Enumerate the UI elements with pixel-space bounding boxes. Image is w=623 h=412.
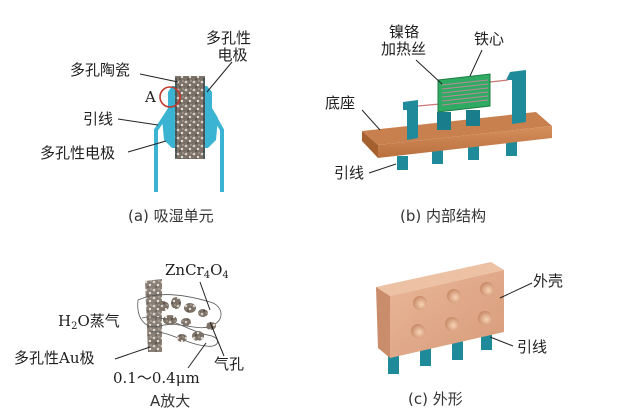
- label-porous-ceramic: 多孔陶瓷: [70, 61, 131, 79]
- label-porous-electrode-top: 多孔性 电极: [206, 30, 251, 64]
- label-subscript: 4: [203, 270, 211, 281]
- heater-wire: [417, 103, 441, 107]
- exterior-illustration: [376, 262, 533, 374]
- label-line: 多孔性: [206, 29, 252, 47]
- caption-b: (b) 内部结构: [400, 207, 486, 225]
- magnified-detail-illustration: [114, 279, 225, 369]
- caption-detail: A放大: [150, 392, 191, 410]
- right-post: [506, 70, 526, 124]
- lead-foot: [397, 156, 408, 170]
- label-line: 镍铬: [389, 23, 420, 41]
- lead-pin: [481, 334, 492, 350]
- label-lead-a: 引线: [83, 110, 114, 128]
- lead-pin: [420, 346, 431, 366]
- base-plate-front: [362, 131, 378, 158]
- label-base: 底座: [325, 94, 356, 112]
- label-lead-b: 引线: [334, 164, 365, 182]
- internal-structure-illustration: [361, 49, 552, 174]
- lead-foot: [506, 142, 517, 156]
- base-plate-face: [378, 126, 552, 158]
- caption-a: (a) 吸湿单元: [128, 207, 214, 225]
- shell-top: [376, 262, 504, 296]
- porous-ceramic-block: [175, 76, 205, 159]
- core-support: [437, 112, 451, 130]
- label-shell: 外壳: [533, 272, 564, 290]
- label-pore-size: 0.1～0.4μm: [113, 369, 200, 387]
- label-h2o-vapor: H2O蒸气: [58, 312, 120, 332]
- shell-side: [376, 287, 390, 358]
- right-porous-electrode: [204, 86, 218, 148]
- label-porous-electrode-left: 多孔性电极: [40, 144, 116, 162]
- left-porous-electrode: [162, 86, 176, 148]
- label-zncr4o4: ZnCr4O4: [165, 261, 229, 281]
- label-iron-core: 铁心: [474, 30, 505, 48]
- label-marker-a: A: [145, 88, 156, 106]
- label-subscript: 2: [71, 321, 78, 332]
- caption-c: (c) 外形: [408, 390, 463, 408]
- label-part: ZnCr: [165, 261, 204, 279]
- zncr4o4-grains: [149, 297, 216, 346]
- au-electrode-strip: [145, 279, 162, 352]
- heater-wire: [489, 79, 509, 83]
- label-subscript: 4: [222, 270, 229, 281]
- lead-pin: [452, 340, 463, 360]
- nichrome-heating-coil: [441, 79, 489, 106]
- lead-foot: [432, 150, 443, 164]
- label-porous-au-electrode: 多孔性Au极: [14, 349, 95, 367]
- label-lead-c: 引线: [517, 338, 548, 356]
- core-support: [466, 110, 480, 126]
- label-part: H: [58, 312, 72, 330]
- label-nichrome-heater: 镍铬 加热丝: [381, 24, 426, 58]
- magnify-region-a-marker: [159, 86, 181, 108]
- label-line: 电极: [217, 46, 248, 64]
- lead-pin: [388, 352, 399, 374]
- label-pore: 气孔: [214, 355, 245, 373]
- lead-foot: [468, 146, 479, 160]
- label-line: 加热丝: [381, 40, 427, 58]
- left-post: [403, 100, 418, 140]
- humidity-unit-illustration: [117, 61, 233, 192]
- label-part: O: [210, 261, 223, 279]
- label-part: O蒸气: [77, 312, 120, 330]
- vent-holes: [411, 282, 494, 338]
- iron-core: [437, 73, 491, 113]
